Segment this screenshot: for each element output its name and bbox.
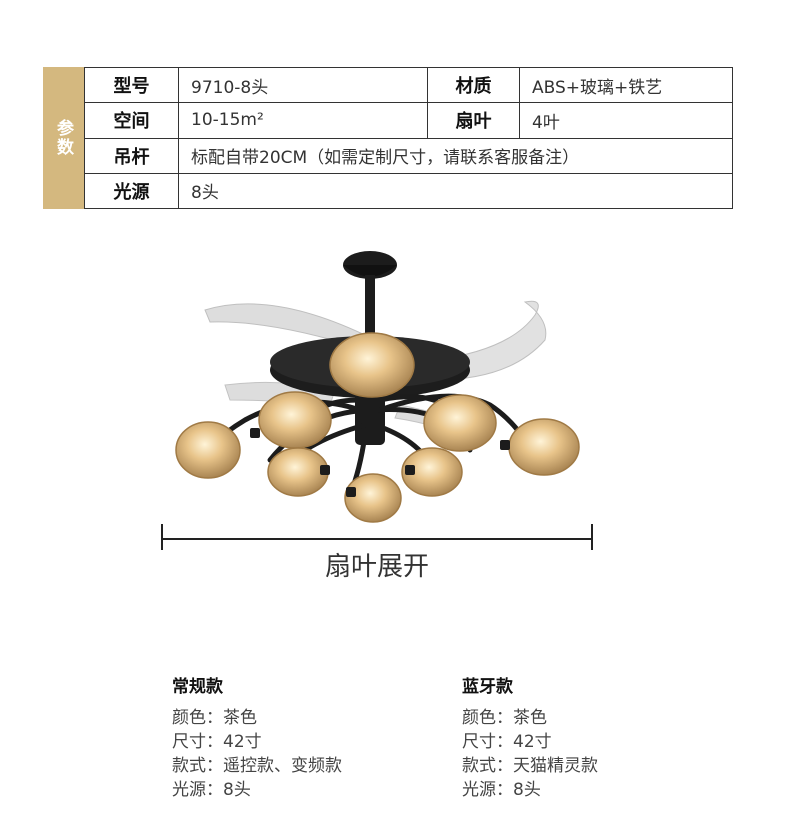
- param-row: 光源 8头: [84, 172, 733, 210]
- parameter-table: 参数 型号 9710-8头 材质 ABS+玻璃+铁艺 空间 10-15m² 扇叶…: [43, 66, 733, 210]
- param-row: 型号 9710-8头 材质 ABS+玻璃+铁艺: [84, 66, 733, 104]
- variant-standard: 常规款 颜色：茶色 尺寸：42寸 款式：遥控款、变频款 光源：8头: [172, 672, 452, 802]
- variant-size: 尺寸：42寸: [172, 732, 262, 752]
- variant-size: 尺寸：42寸: [462, 732, 552, 752]
- param-grid: 型号 9710-8头 材质 ABS+玻璃+铁艺 空间 10-15m² 扇叶 4叶…: [84, 66, 733, 210]
- dimension-tick-right: [591, 524, 593, 550]
- variant-light: 光源：8头: [172, 780, 251, 800]
- param-key-space: 空间: [84, 102, 179, 139]
- variant-color: 颜色：茶色: [462, 708, 547, 728]
- param-value-material: ABS+玻璃+铁艺: [519, 66, 733, 104]
- param-row: 吊杆 标配自带20CM（如需定制尺寸，请联系客服备注）: [84, 137, 733, 174]
- variant-color: 颜色：茶色: [172, 708, 257, 728]
- param-value-light: 8头: [178, 172, 733, 210]
- param-side-label: 参数: [43, 67, 84, 209]
- ceiling-fan-image: [175, 251, 580, 523]
- param-value-space: 10-15m²: [178, 102, 428, 139]
- dimension-label: 扇叶展开: [324, 552, 429, 582]
- param-value-model: 9710-8头: [178, 66, 428, 104]
- param-value-rod: 标配自带20CM（如需定制尺寸，请联系客服备注）: [178, 137, 733, 174]
- param-key-material: 材质: [427, 66, 520, 104]
- variant-style: 款式：遥控款、变频款: [172, 756, 342, 776]
- param-key-rod: 吊杆: [84, 137, 179, 174]
- dimension-tick-left: [161, 524, 163, 550]
- param-key-blades: 扇叶: [427, 102, 520, 139]
- param-key-model: 型号: [84, 66, 179, 104]
- variant-bluetooth: 蓝牙款 颜色：茶色 尺寸：42寸 款式：天猫精灵款 光源：8头: [462, 672, 742, 802]
- variant-title: 蓝牙款: [462, 677, 513, 697]
- dimension-line: [161, 538, 593, 540]
- variant-style: 款式：天猫精灵款: [462, 756, 598, 776]
- param-key-light: 光源: [84, 172, 179, 210]
- variant-title: 常规款: [172, 677, 223, 697]
- param-row: 空间 10-15m² 扇叶 4叶: [84, 102, 733, 139]
- param-value-blades: 4叶: [519, 102, 733, 139]
- variant-light: 光源：8头: [462, 780, 541, 800]
